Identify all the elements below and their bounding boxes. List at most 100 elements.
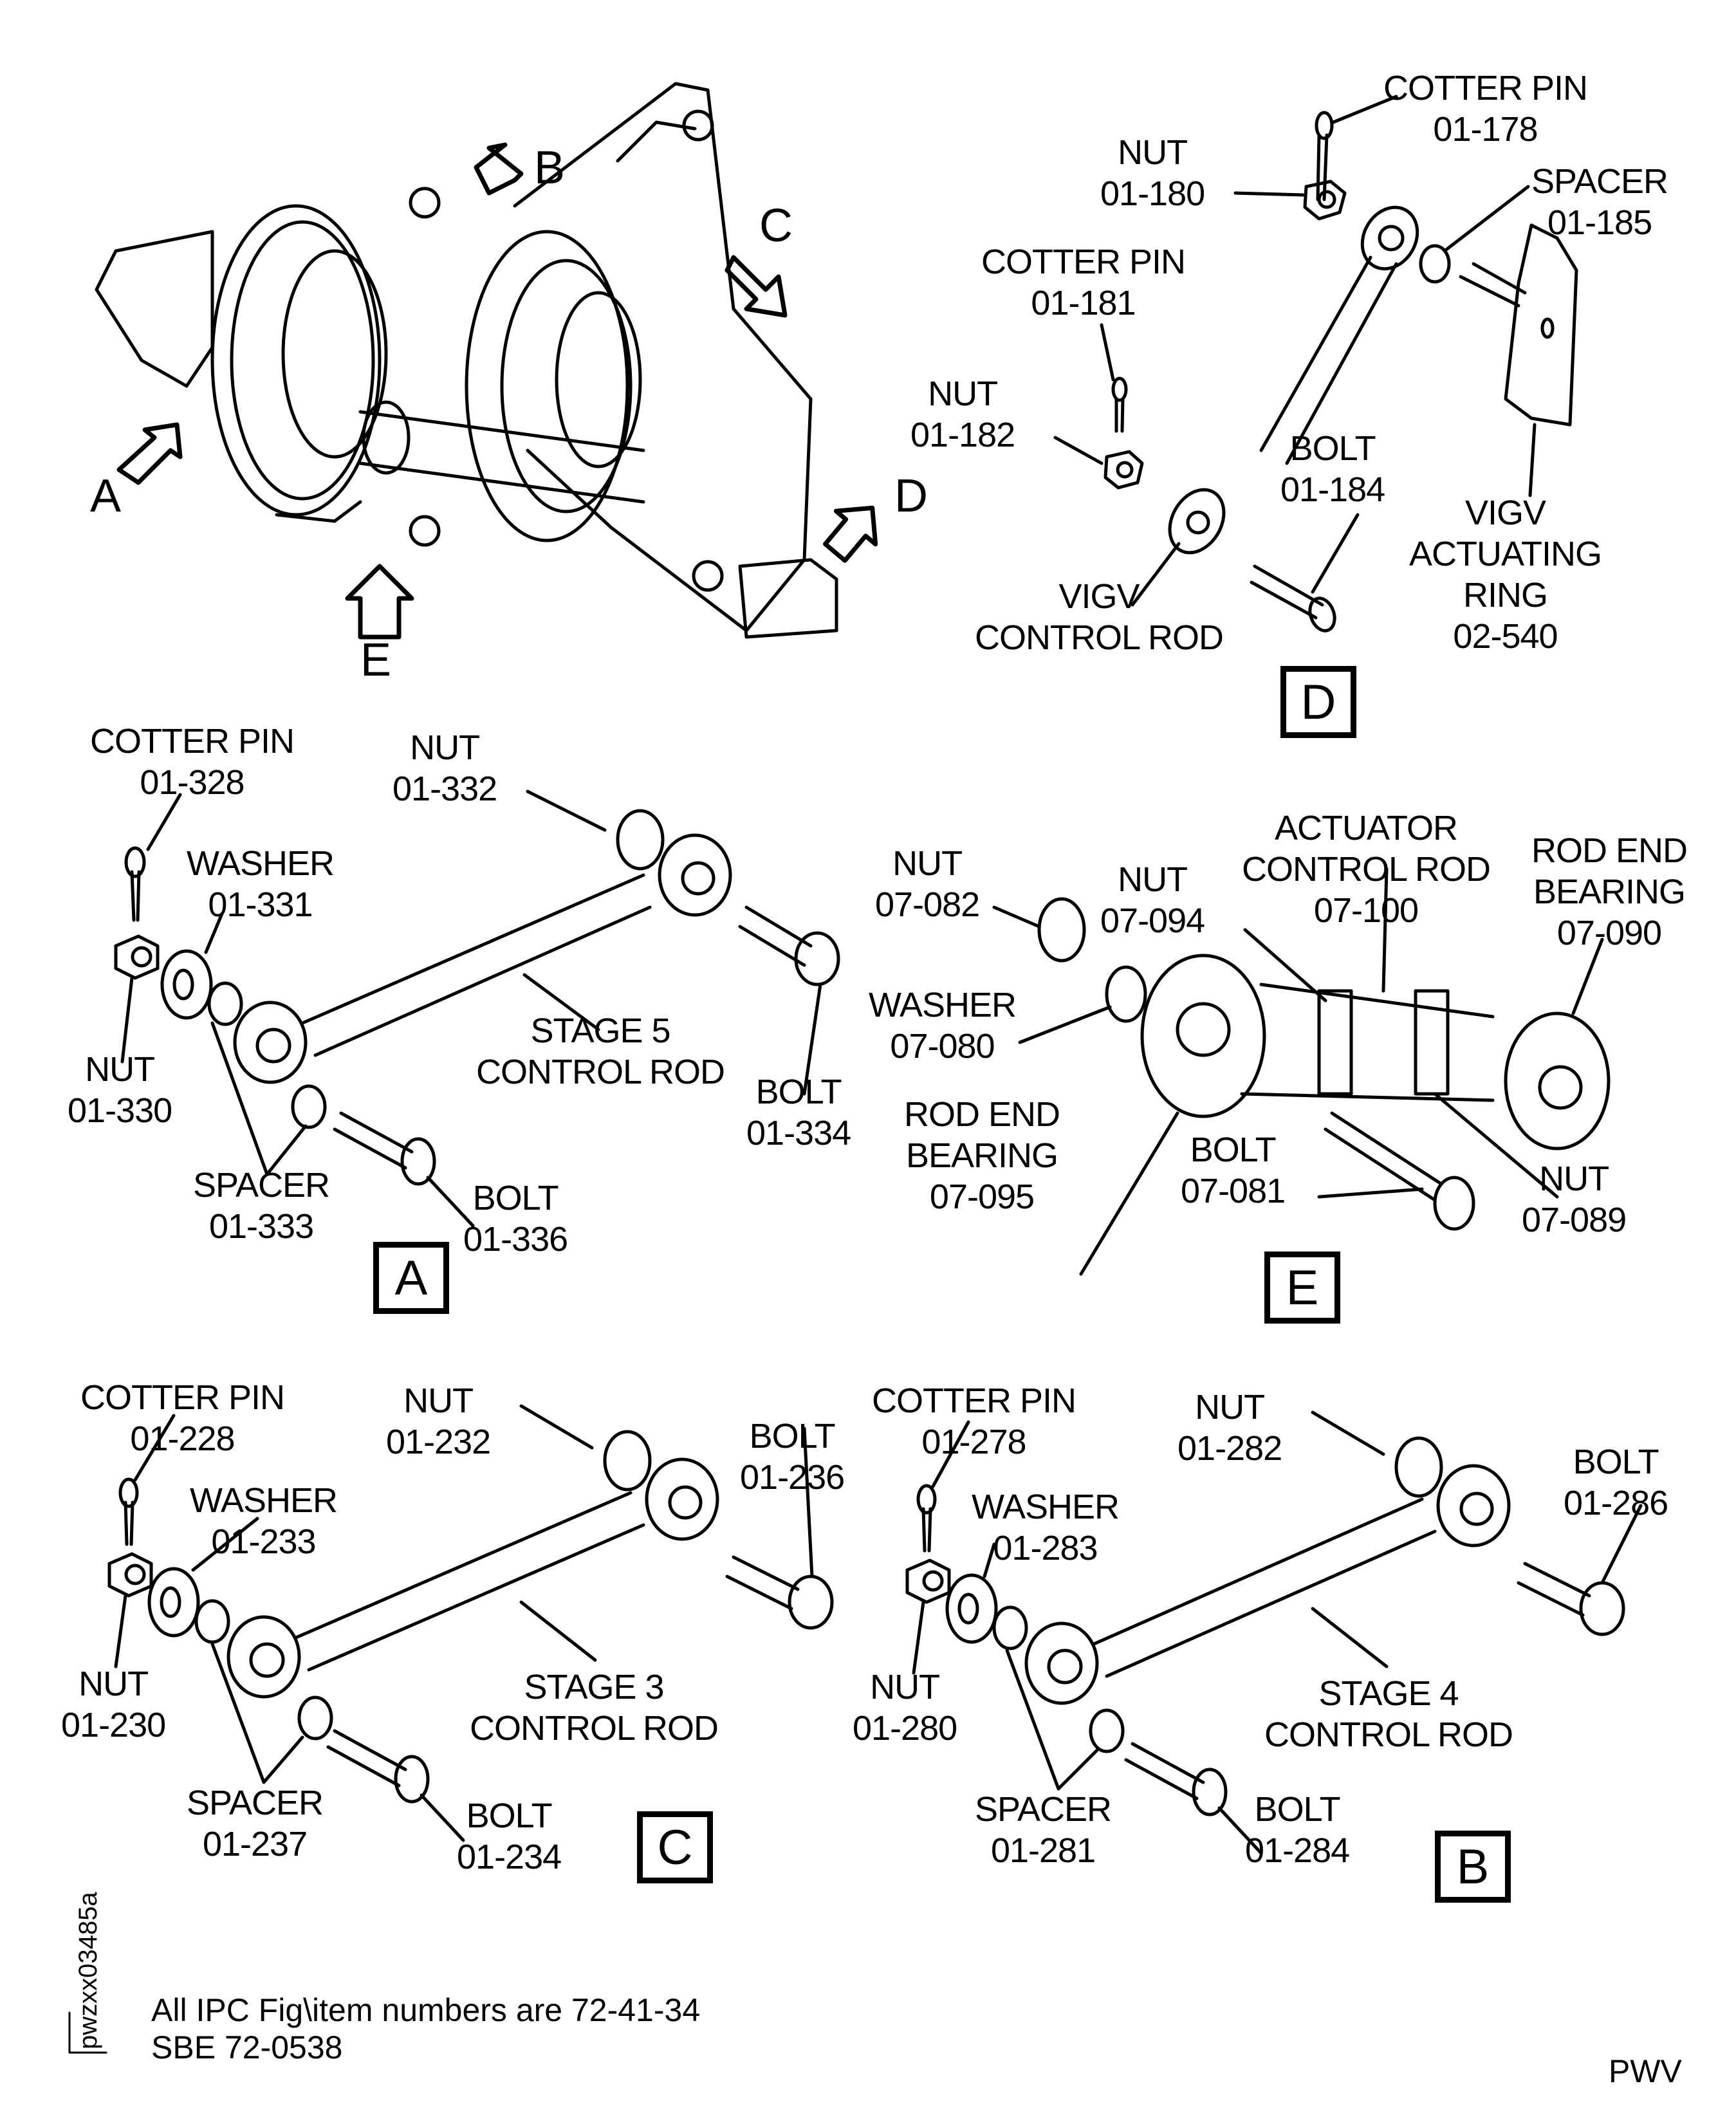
d-spacer-185	[1419, 244, 1451, 284]
view-c-box-label: C	[637, 1811, 713, 1883]
c-washer-233-hole	[160, 1586, 181, 1618]
d-leader-spacer-185	[1443, 185, 1530, 253]
c-cotter-pin-leg	[124, 1501, 134, 1546]
callout-b-nut-280: NUT 01-280	[853, 1668, 957, 1748]
overview-ring-rear-inner	[281, 249, 388, 459]
b-leader-cotter	[931, 1420, 970, 1488]
a-nut-330	[114, 934, 160, 980]
a-leader-nut-332	[526, 790, 607, 832]
callout-c-cotter-pin-228: COTTER PIN 01-228	[80, 1378, 285, 1458]
c-leader-bolt-236	[802, 1427, 814, 1578]
callout-c-bolt-236: BOLT 01-236	[740, 1417, 845, 1497]
a-leader-bolt-334	[802, 983, 822, 1096]
d-cotter-pin-181-head	[1111, 376, 1128, 402]
a-spacer-333-a	[207, 981, 243, 1026]
callout-b-spacer-281: SPACER 01-281	[975, 1790, 1112, 1870]
view-a-artwork	[114, 790, 840, 1228]
view-arrow-d-label: D	[894, 470, 928, 522]
c-leader-nut-230	[114, 1594, 127, 1668]
c-bolt-234-shank	[326, 1729, 407, 1787]
e-leader-bearing-090	[1571, 938, 1604, 1015]
e-leader-rod-100	[1381, 867, 1389, 993]
d-bolt-184-head	[1308, 596, 1336, 633]
b-spacer-281-a	[992, 1605, 1028, 1650]
c-nut-232	[603, 1430, 652, 1492]
view-e-artwork	[992, 867, 1611, 1276]
b-rod-body	[1092, 1497, 1437, 1678]
view-c-artwork	[107, 1404, 834, 1842]
view-b-box-label: B	[1435, 1831, 1511, 1903]
overview-fastener-3	[682, 109, 714, 142]
c-cotter-pin-head	[118, 1477, 139, 1508]
callout-d-vigv-control-rod: VIGV CONTROL ROD	[975, 577, 1224, 657]
b-leader-spacer	[1005, 1649, 1099, 1791]
b-rod-end-left	[1024, 1621, 1099, 1705]
callout-e-bolt-081: BOLT 07-081	[1181, 1131, 1286, 1210]
c-washer-233	[147, 1567, 200, 1638]
c-rod-end-right	[645, 1457, 719, 1541]
view-arrow-b-icon	[474, 142, 524, 196]
b-cotter-pin-leg	[921, 1507, 932, 1553]
e-leader-nut-094	[1243, 928, 1327, 1002]
e-leader-nut-082	[992, 905, 1041, 928]
drawing-id: pwzxx03485a	[74, 1892, 102, 2049]
overview-ring-front-outer	[465, 230, 629, 542]
overview-ring-rear-outer	[210, 204, 382, 517]
c-rod-end-left	[226, 1615, 301, 1699]
b-rod-end-left-bore	[1047, 1649, 1083, 1685]
c-rod-body	[294, 1491, 645, 1672]
callout-d-nut-182: NUT 01-182	[910, 374, 1015, 454]
overview-shaft	[358, 410, 645, 504]
callout-d-cotter-pin-178: COTTER PIN 01-178	[1383, 69, 1588, 149]
a-washer-331	[160, 949, 213, 1020]
overview-front-bracket	[513, 82, 813, 633]
a-rod-end-right	[658, 833, 732, 917]
b-nut-280-hole	[922, 1570, 944, 1592]
e-nut-082	[1037, 897, 1086, 963]
d-nut-182	[1103, 450, 1144, 490]
e-nut-089	[1414, 989, 1450, 1096]
a-spacer-333-b	[291, 1084, 327, 1129]
overview-lower-bracket	[738, 558, 838, 639]
d-nut-182-hole	[1116, 461, 1134, 479]
overview-ring-rear-mid	[230, 220, 375, 501]
overview-bracket	[95, 230, 214, 388]
view-arrow-a-icon	[116, 422, 183, 485]
d-nut-180	[1303, 180, 1347, 221]
c-rod-end-left-bore	[249, 1642, 285, 1678]
d-actuating-ring	[1504, 223, 1578, 427]
view-arrow-e-label: E	[360, 634, 392, 686]
callout-b-bolt-284: BOLT 01-284	[1245, 1790, 1350, 1870]
a-rod-end-left	[233, 1001, 308, 1084]
callout-e-rod-end-bearing-090: ROD END BEARING 07-090	[1531, 831, 1688, 952]
view-arrow-a-label: A	[90, 470, 122, 522]
b-washer-283-hole	[957, 1593, 979, 1625]
a-rod-end-left-bore	[255, 1028, 291, 1064]
view-arrow-c-icon	[725, 255, 788, 318]
ipc-note-line1: All IPC Fig\item numbers are 72-41-34	[151, 1992, 701, 2028]
a-nut-330-hole	[131, 946, 152, 968]
view-a-box-label: A	[373, 1242, 449, 1314]
callout-c-spacer-237: SPACER 01-237	[187, 1784, 324, 1863]
overview-ring-front-mid	[500, 259, 633, 513]
b-leader-rod	[1311, 1607, 1389, 1668]
c-leader-cotter	[133, 1414, 176, 1482]
callout-b-nut-282: NUT 01-282	[1177, 1388, 1282, 1468]
a-bolt-336-shank	[333, 1111, 414, 1170]
callout-d-cotter-pin-181: COTTER PIN 01-181	[981, 243, 1186, 322]
a-leader-spacer	[210, 1021, 308, 1176]
d-leader-control-rod	[1131, 542, 1181, 607]
b-bolt-286-head	[1579, 1581, 1625, 1636]
b-cotter-pin-head	[916, 1484, 937, 1515]
view-arrows	[116, 142, 878, 640]
d-cotter-pin-leg	[1316, 133, 1329, 201]
a-rod-end-right-bore	[681, 861, 716, 896]
overview-assembly	[95, 82, 838, 639]
c-spacer-237-b	[297, 1695, 333, 1741]
a-leader-nut-330	[120, 976, 134, 1064]
a-rod-body	[300, 873, 652, 1057]
d-rod-body	[1259, 255, 1398, 465]
e-leader-bearing-095	[1079, 1111, 1179, 1276]
view-d-box-label: D	[1280, 666, 1356, 738]
d-rod-end-upper-bore	[1378, 225, 1405, 252]
